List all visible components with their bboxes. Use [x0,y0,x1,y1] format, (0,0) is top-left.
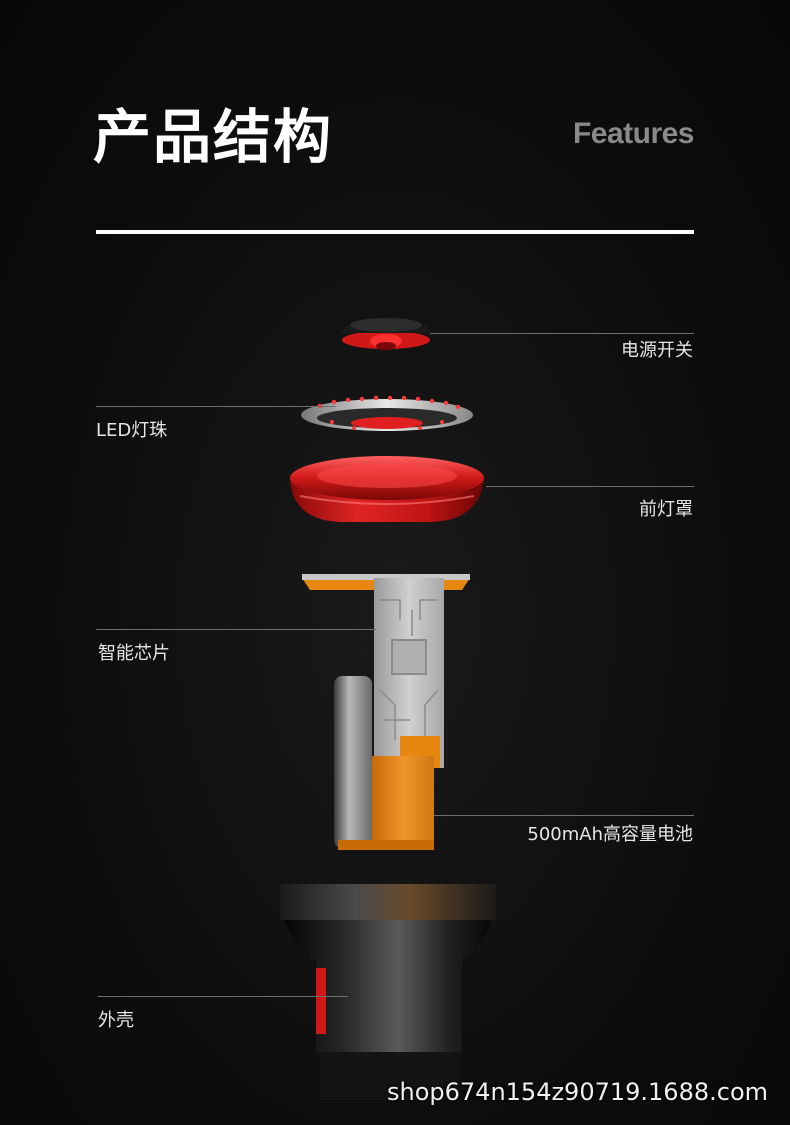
title-divider [96,230,694,234]
leader-line-power-switch [430,333,694,334]
leader-line-led [96,406,336,407]
label-led-beads: LED灯珠 [96,420,168,441]
page-subtitle: Features [572,117,695,150]
outer-shell-part [280,884,496,1100]
label-front-lens: 前灯罩 [639,499,693,520]
page-title: 产品结构 [93,103,334,171]
label-smart-chip: 智能芯片 [98,643,170,664]
leader-line-lens [486,486,694,487]
label-power-switch: 电源开关 [621,340,693,361]
front-lens-part [290,456,484,522]
smart-chip-part [302,574,470,768]
label-battery: 500mAh高容量电池 [527,824,693,845]
battery-part [334,676,434,850]
power-switch-part [340,318,432,350]
label-outer-shell: 外壳 [98,1010,134,1031]
leader-line-battery [434,815,694,816]
leader-line-chip [96,629,376,630]
led-ring-part [301,395,473,431]
shop-watermark: shop674n154z90719.1688.com [387,1078,768,1106]
leader-line-shell [98,996,348,997]
